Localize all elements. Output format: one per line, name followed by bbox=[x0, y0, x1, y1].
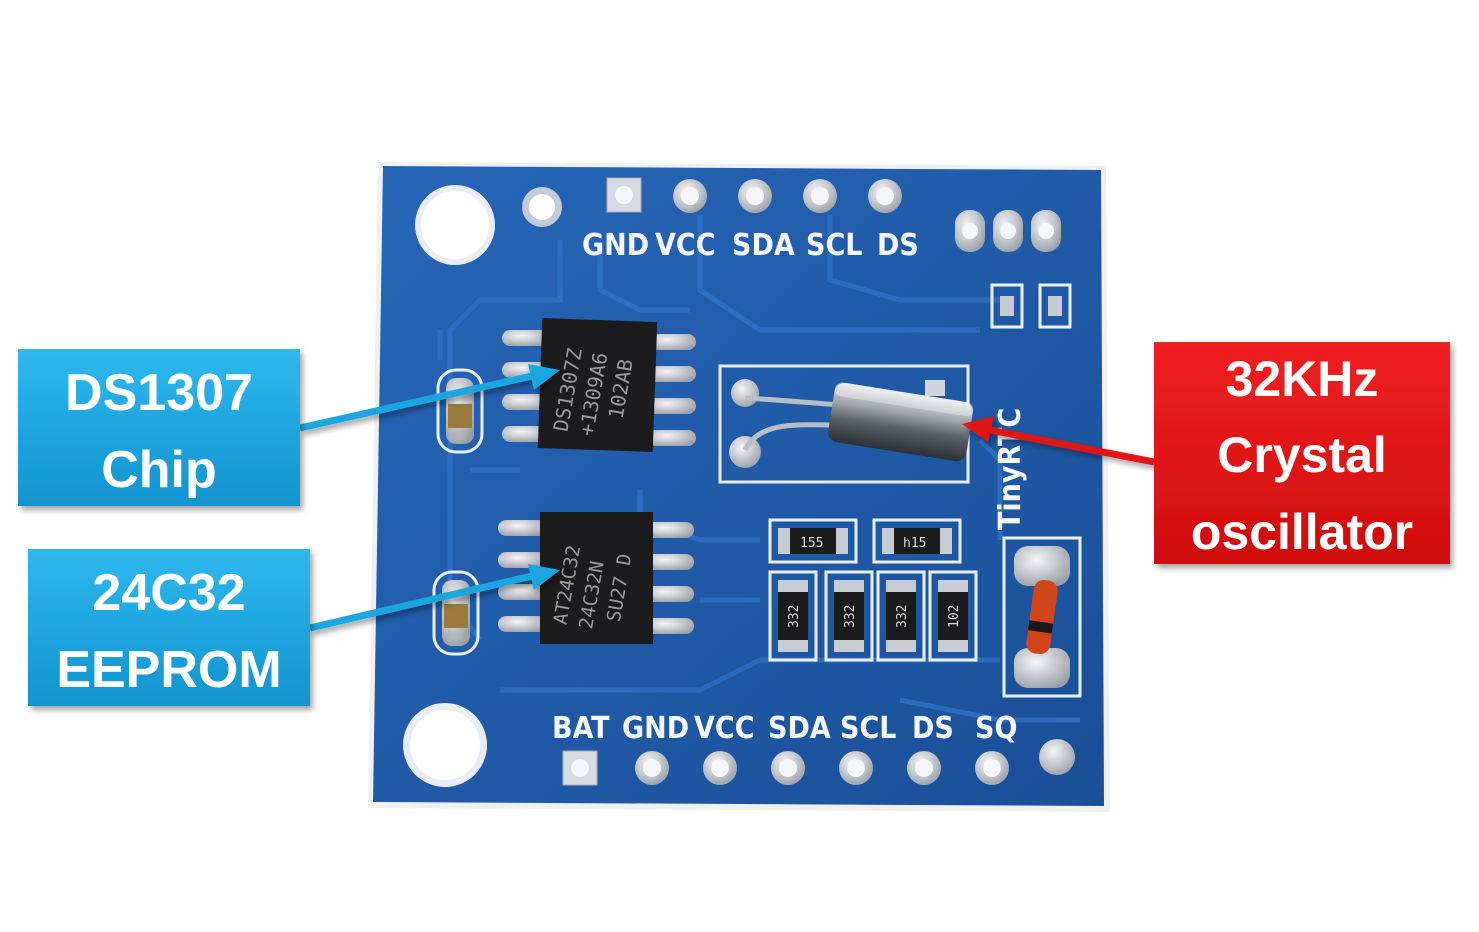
top-pin-label: GND bbox=[582, 228, 649, 263]
eeprom-chip-leads bbox=[498, 520, 694, 634]
callout-ds1307-line1: DS1307 bbox=[65, 364, 253, 422]
top-pin-labels: GND VCC SDA SCL DS bbox=[582, 228, 919, 263]
resistor-code: h15 bbox=[903, 536, 926, 551]
rtc-chip-leads bbox=[502, 330, 696, 446]
test-pad bbox=[1039, 739, 1075, 775]
resistor-bottom-row: 332 332 332 102 bbox=[768, 570, 978, 662]
callout-crystal-line2: Crystal bbox=[1217, 427, 1387, 483]
top-pin-label: SCL bbox=[806, 228, 862, 263]
mounting-hole-top-left bbox=[415, 185, 495, 265]
callout-ds1307: DS1307 Chip bbox=[18, 349, 300, 506]
callout-crystal: 32KHz Crystal oscillator bbox=[1154, 342, 1450, 564]
resistor-code: 102 bbox=[947, 605, 962, 628]
resistor-code: 332 bbox=[843, 605, 858, 628]
callout-eeprom-line1: 24C32 bbox=[92, 564, 245, 622]
mounting-hole-bottom-left bbox=[403, 703, 487, 787]
jumper-pads bbox=[990, 283, 1072, 329]
bottom-pin-label: SCL bbox=[840, 711, 896, 746]
callout-ds1307-line2: Chip bbox=[101, 441, 217, 499]
bottom-header bbox=[562, 750, 1009, 786]
bottom-pin-label: SDA bbox=[768, 711, 831, 746]
resistor-code: 155 bbox=[800, 536, 823, 551]
ds1307-chip: DS1307Z +1309A6 102AB bbox=[537, 318, 658, 452]
bottom-pin-label: GND bbox=[622, 711, 689, 746]
diode bbox=[1002, 536, 1082, 698]
right-three-pin-header bbox=[955, 210, 1061, 252]
bottom-pin-label: DS bbox=[912, 711, 954, 746]
callout-crystal-line3: oscillator bbox=[1191, 504, 1413, 560]
board-label: TinyRTC bbox=[993, 408, 1028, 530]
callout-crystal-line1: 32KHz bbox=[1226, 351, 1379, 407]
arrow-to-rtc-chip bbox=[299, 364, 560, 432]
resistor-code: 332 bbox=[895, 605, 910, 628]
pcb-board: GND VCC SDA SCL DS TinyRTC bbox=[368, 162, 1110, 812]
arrow-to-eeprom-chip bbox=[309, 564, 560, 632]
callout-eeprom-line2: EEPROM bbox=[56, 641, 281, 699]
top-pin-label: DS bbox=[877, 228, 919, 263]
crystal-oscillator bbox=[828, 382, 974, 462]
resistor-code: 332 bbox=[787, 605, 802, 628]
callout-eeprom: 24C32 EEPROM bbox=[28, 549, 310, 706]
resistor-top-row: 155 h15 bbox=[768, 518, 962, 564]
bottom-pin-labels: BAT GND VCC SDA SCL DS SQ bbox=[552, 711, 1017, 746]
bottom-pin-label: BAT bbox=[552, 711, 610, 746]
arrow-to-crystal bbox=[962, 416, 1155, 466]
bottom-pin-label: VCC bbox=[694, 711, 755, 746]
top-pin-label: SDA bbox=[732, 228, 795, 263]
top-pin-label: VCC bbox=[655, 228, 716, 263]
24c32-eeprom-chip: AT24C32 24C32N SU27 D bbox=[540, 512, 653, 644]
mounting-hole-small bbox=[522, 187, 562, 227]
top-header bbox=[606, 177, 902, 213]
bottom-pin-label: SQ bbox=[975, 711, 1017, 746]
